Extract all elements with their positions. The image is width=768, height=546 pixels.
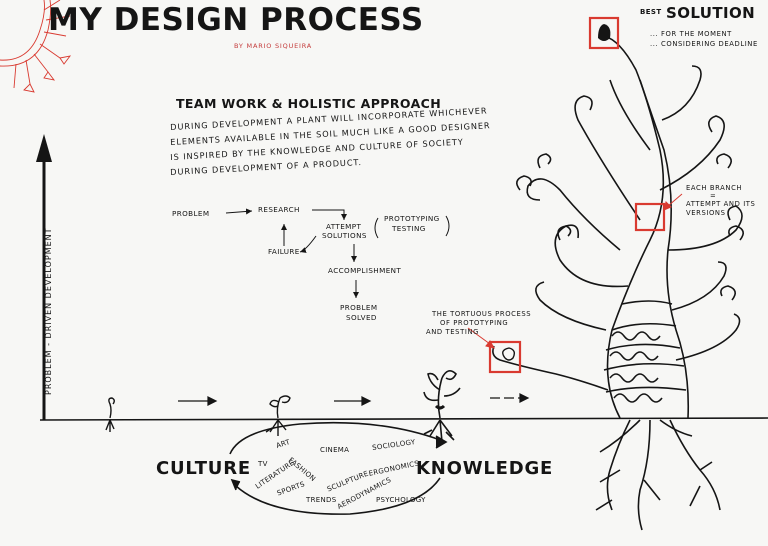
sun-sketch [0,0,72,93]
solution-note-2: ... CONSIDERING DEADLINE [650,40,758,48]
axis-label: PROBLEM - DRIVEN DEVELOPMENT [44,227,53,395]
bud-icon [598,24,611,41]
callout-arrows [467,193,683,349]
flow-attempt-1: ATTEMPT [326,222,362,231]
flow-research: RESEARCH [258,205,300,214]
best-label: BEST [640,8,662,16]
vertical-axis-arrow [36,134,52,420]
branch-note-3: ATTEMPT AND ITS [686,200,756,208]
sprout-medium [265,395,291,436]
topic-psychology: PSYCHOLOGY [376,496,426,504]
branch-note-1: EACH BRANCH [686,184,743,192]
topic-tv: TV [258,460,268,468]
knowledge-label: KNOWLEDGE [416,458,554,479]
ground-line [39,417,768,421]
soil-cycle-arrows [229,421,448,515]
flow-failure: FAILURE [268,247,300,256]
flow-testing: TESTING [392,224,426,233]
flow-solved-2: SOLVED [346,313,377,322]
flow-problem: PROBLEM [172,209,210,218]
spiral-icon [502,347,516,361]
branch-note-4: VERSIONS [686,209,726,217]
culture-label: CULTURE [156,458,251,479]
solution-note-1: ... FOR THE MOMENT [650,30,732,38]
tortuous-note-1: THE TORTUOUS PROCESS [432,310,532,318]
author-byline: by MARIO SIQUEIRA [234,42,313,50]
flow-attempt-2: SOLUTIONS [322,231,367,240]
sprout-large [423,370,461,443]
grown-plant [492,35,744,531]
tortuous-note-3: AND TESTING [426,328,479,336]
flowchart-arrows [225,208,450,298]
section-heading: TEAM WORK & HOLISTIC APPROACH [176,96,442,111]
solution-label: SOLUTION [666,4,756,22]
topic-trends: TRENDS [306,496,337,504]
flow-solved-1: PROBLEM [340,303,378,312]
topic-cinema: CINEMA [320,446,350,454]
branch-note-2: = [710,192,717,200]
flow-prototyping: PROTOTYPING [384,214,440,223]
sprout-small [105,397,115,432]
flow-accomplishment: ACCOMPLISHMENT [328,266,402,275]
progress-arrows [178,393,530,406]
tortuous-note-2: OF PROTOTYPING [440,319,509,327]
red-highlight-boxes [488,16,666,374]
page-title: MY DESIGN PROCESS [48,2,424,38]
